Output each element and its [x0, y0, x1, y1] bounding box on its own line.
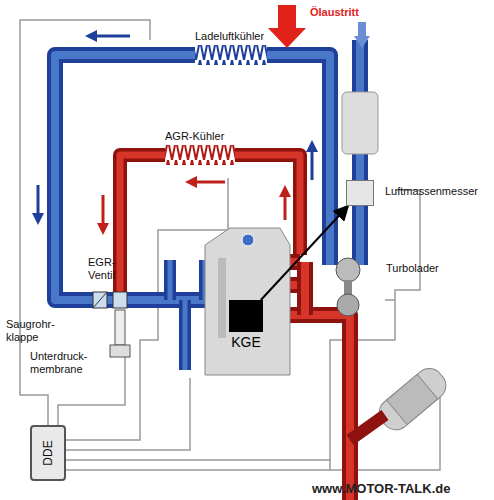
node-text: Luftmassenmesser [385, 185, 478, 197]
part-name: Saugrohr- klappe [6, 318, 64, 343]
part-name: EGR- Ventil [88, 256, 130, 281]
sensor-box: Luftmassenmesser [346, 180, 374, 206]
part-name: AGR-Kühler [165, 130, 245, 143]
valve-block: KGE [226, 300, 266, 352]
part-name: Turbolader [386, 262, 476, 275]
kge-square [229, 300, 263, 332]
part-name: Unterdruck- membrane [30, 350, 110, 375]
node-text: DDE [41, 440, 55, 465]
node-text: KGE [226, 334, 266, 350]
part-name: Ladeluftkühler [195, 30, 285, 43]
warning-label: Ölaustritt [310, 6, 390, 19]
watermark: www.MOTOR-TALK.de [312, 482, 492, 497]
signal-arrow [261, 206, 348, 300]
control-unit: DDE [30, 425, 66, 481]
